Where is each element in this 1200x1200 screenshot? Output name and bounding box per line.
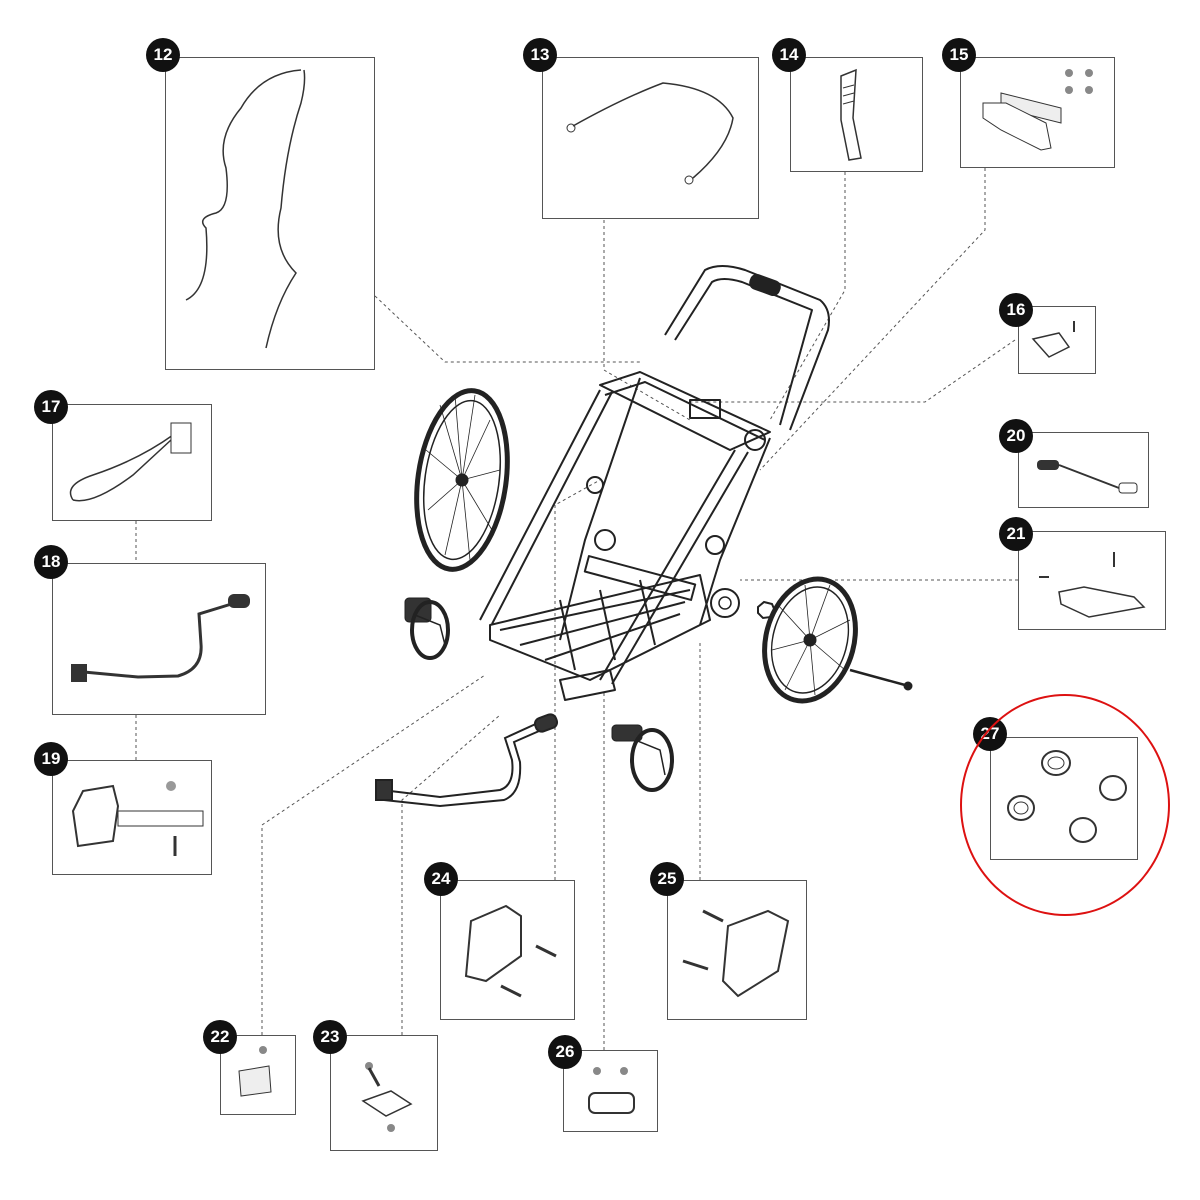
leader-line-24 xyxy=(554,479,601,880)
part-panel-15 xyxy=(960,57,1115,168)
leader-line-14 xyxy=(769,172,846,421)
left-rear-wheel xyxy=(414,388,510,572)
callout-14: 14 xyxy=(772,38,806,72)
callout-12: 12 xyxy=(146,38,180,72)
mounting-plate-left-drawing xyxy=(464,904,557,998)
part-panel-13 xyxy=(542,57,759,219)
reflector-plate-drawing xyxy=(238,1046,272,1097)
callout-15: 15 xyxy=(942,38,976,72)
part-panel-18 xyxy=(52,563,266,715)
part-panel-26 xyxy=(563,1050,658,1132)
leader-line-23 xyxy=(401,714,501,1035)
part-panel-21 xyxy=(1018,531,1166,630)
callout-20: 20 xyxy=(999,419,1033,453)
safety-leash-drawing xyxy=(69,422,192,502)
part-panel-14 xyxy=(790,57,923,172)
callout-24: 24 xyxy=(424,862,458,896)
mounting-plate-right-drawing xyxy=(682,909,790,998)
callout-21: 21 xyxy=(999,517,1033,551)
jogging-arm-drawing xyxy=(71,594,250,682)
leader-line-13 xyxy=(603,220,691,421)
callout-19: 19 xyxy=(34,742,68,776)
callout-17: 17 xyxy=(34,390,68,424)
callout-26: 26 xyxy=(548,1035,582,1069)
bumper-pad-drawing xyxy=(588,1067,635,1114)
part-panel-23 xyxy=(330,1035,438,1151)
callout-18: 18 xyxy=(34,545,68,579)
callout-23: 23 xyxy=(313,1020,347,1054)
hitch-clamp-drawing xyxy=(71,781,204,856)
leader-line-12 xyxy=(374,295,640,363)
leader-line-15 xyxy=(759,168,986,471)
part-panel-17 xyxy=(52,404,212,521)
reflector-bracket-drawing xyxy=(982,69,1093,151)
right-rear-wheel xyxy=(762,576,913,704)
hitch-arm xyxy=(375,713,559,808)
callout-16: 16 xyxy=(999,293,1033,327)
part-panel-24 xyxy=(440,880,575,1020)
stroller-frame xyxy=(479,265,830,701)
wheel-hub xyxy=(710,588,777,620)
callout-25: 25 xyxy=(650,862,684,896)
tool-rod-drawing xyxy=(1037,460,1138,494)
leader-line-16 xyxy=(690,339,1016,403)
front-swivel-wheel-left xyxy=(404,597,450,660)
clip-with-screw-drawing xyxy=(1031,321,1075,358)
brake-lever-drawing xyxy=(1039,552,1146,618)
part-panel-20 xyxy=(1018,432,1149,508)
bracket-with-bolt-drawing xyxy=(361,1062,413,1132)
callout-22: 22 xyxy=(203,1020,237,1054)
part-panel-25 xyxy=(667,880,807,1020)
part-panel-19 xyxy=(52,760,212,875)
front-swivel-wheel-right xyxy=(611,724,674,792)
brake-cable-drawing xyxy=(185,69,306,349)
leader-lines xyxy=(135,168,1018,1050)
leader-line-22 xyxy=(261,674,486,1035)
cable-with-eyelets-drawing xyxy=(566,82,734,185)
highlight-circle-27 xyxy=(960,694,1170,916)
strap-buckle-drawing xyxy=(840,68,862,161)
callout-13: 13 xyxy=(523,38,557,72)
part-panel-12 xyxy=(165,57,375,370)
